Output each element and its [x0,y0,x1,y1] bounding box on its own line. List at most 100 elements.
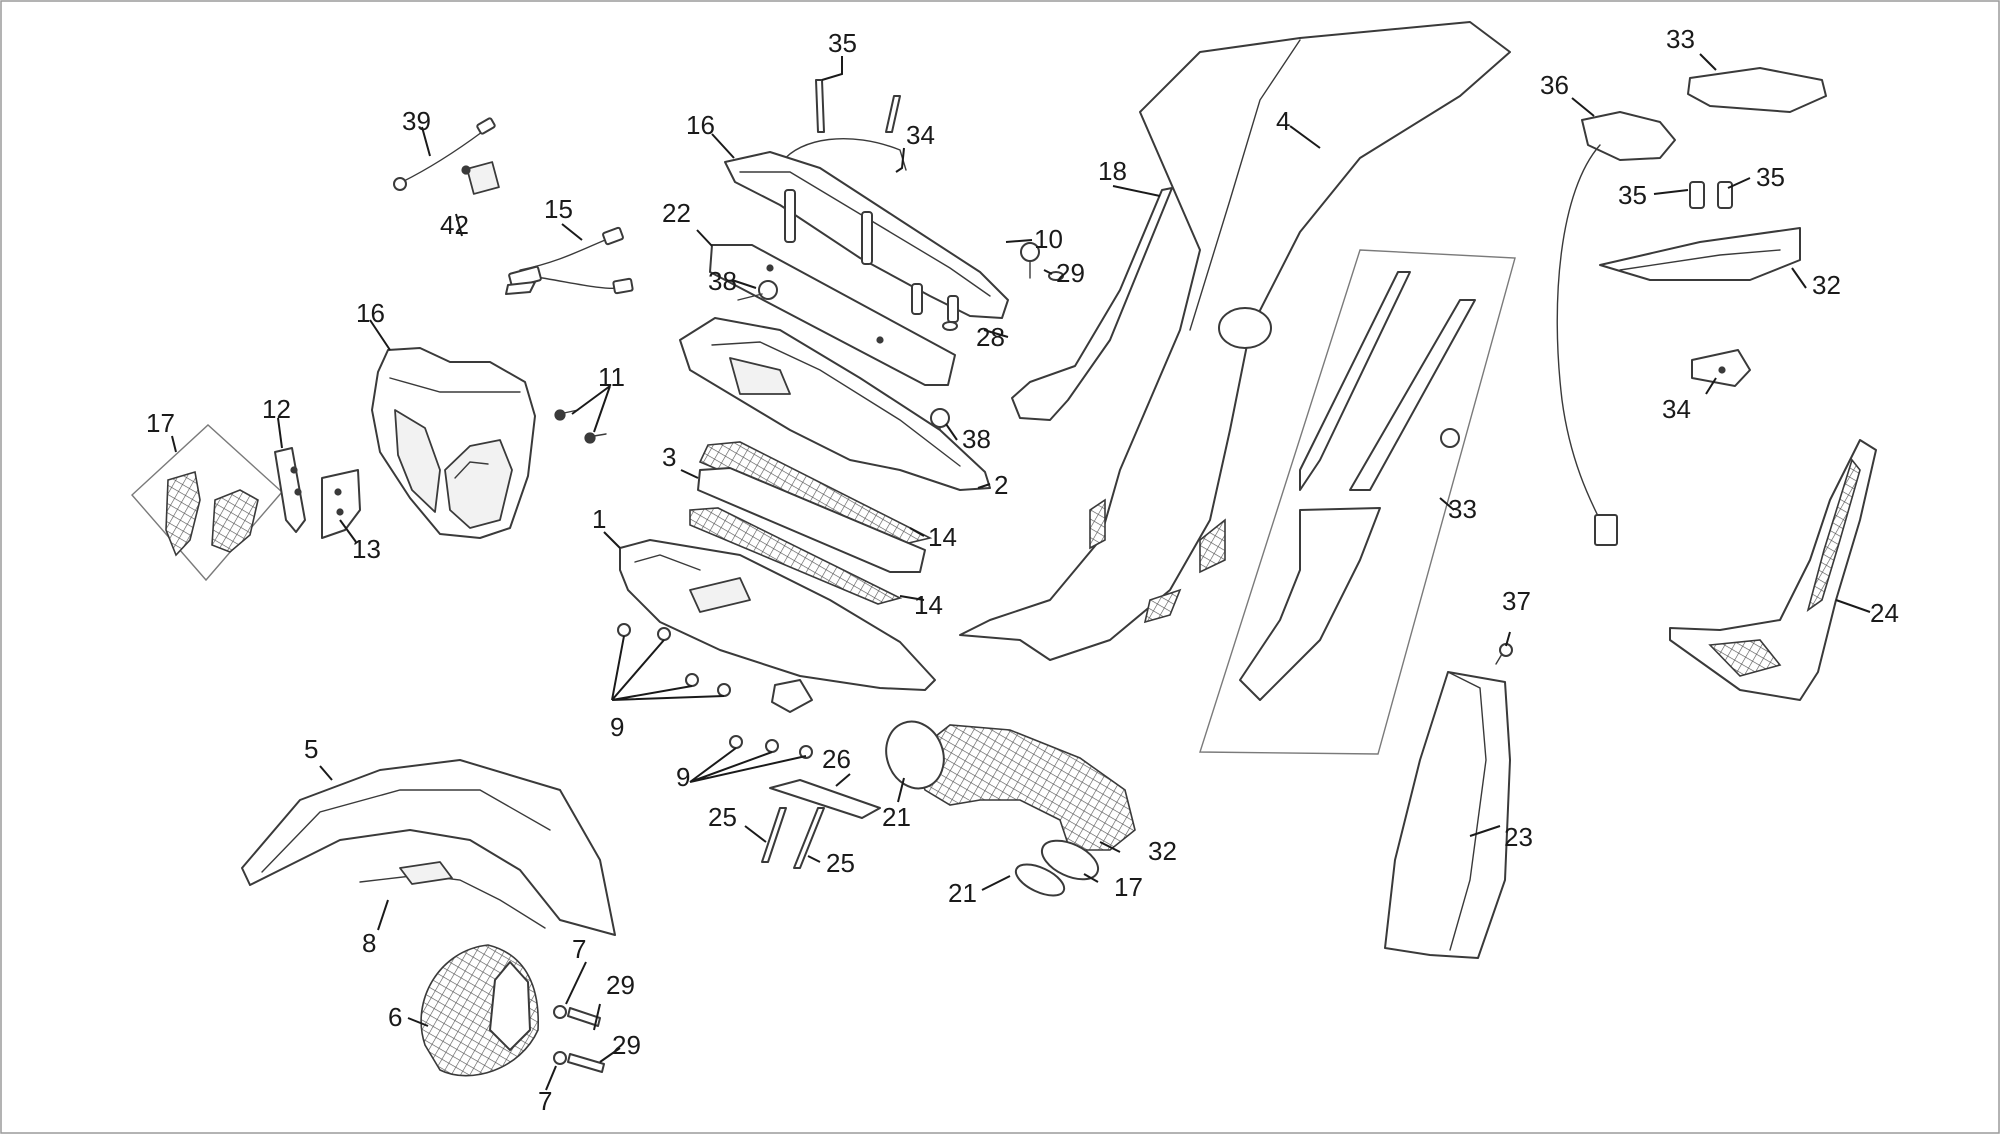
callout-10: 10 [1034,224,1063,254]
leader-lines [171,53,1871,1091]
part-32-bracket [1599,227,1801,281]
part-38-bolt-upper [737,280,778,301]
part-28-washer [1048,271,1064,281]
part-31-decal-box [1199,249,1516,755]
part-29-bolts [567,1007,605,1073]
callout-27: 28 [976,322,1005,352]
part-7-washers [553,1005,567,1065]
part-25-pin-right [793,807,825,869]
callout-9-left: 9 [610,712,624,742]
part-19-side-panel [1011,187,1173,421]
part-18-seat-frame [724,151,1009,323]
part-35-bolts [1689,181,1733,209]
part-27-washer [942,321,958,331]
part-40-clip [781,138,907,171]
part-8-brace [359,874,546,929]
part-15-harness [505,226,634,295]
callout-23: 23 [1504,822,1533,852]
callout-17-label: 17 [146,408,175,438]
part-36-tail-light [1556,111,1676,546]
callout-6: 6 [388,1002,402,1032]
part-42-clip [466,161,500,195]
callout-21-lower: 21 [948,878,977,908]
callout-5: 5 [304,734,318,764]
part-6-disc-guard [420,944,539,1077]
callout-26: 26 [822,744,851,774]
part-25-pin-left [761,807,787,863]
callout-18: 16 [686,110,715,140]
callout-8: 8 [362,928,376,958]
part-20-ring [1040,839,1100,881]
callout-33-rear: 33 [1666,24,1695,54]
part-12-bracket [274,447,306,533]
callout-numbers-rear-parts: 33 36 35 35 32 34 24 [1540,24,1899,628]
callout-2: 2 [994,470,1008,500]
callout-28: 29 [1056,258,1085,288]
part-9-screws-upper [617,623,731,697]
part-14-filter-frame-upper [697,467,926,573]
callout-35-b: 35 [1756,162,1785,192]
callout-numbers-headlight: 17 12 13 16 11 [146,298,625,564]
callout-numbers: 35 34 16 39 42 15 22 38 10 29 28 38 2 3 … [402,28,1533,908]
callout-12: 12 [262,394,291,424]
callout-42: 42 [440,210,469,240]
callout-38-lower: 38 [962,424,991,454]
part-3-filter [698,441,933,546]
part-4-side-panel [959,21,1511,661]
callout-40: 34 [906,120,935,150]
callout-9-bottom: 9 [676,762,690,792]
callout-15: 15 [544,194,573,224]
callout-4: 4 [1276,106,1290,136]
part-21-clamp-lower [1014,863,1066,897]
callout-7-upper: 7 [572,934,586,964]
callout-13: 13 [352,534,381,564]
part-16-headlight-mask [371,347,536,539]
callout-29-a: 29 [606,970,635,1000]
callout-14-lower: 14 [914,590,943,620]
callout-39: 39 [402,106,431,136]
callout-25-right: 25 [826,848,855,878]
callout-11: 11 [598,362,625,392]
callout-1: 1 [592,504,606,534]
part-14-filter-lower [689,507,903,605]
part-26-plate [769,779,881,819]
part-5-front-fender [241,759,616,936]
part-21-clamp-upper [885,720,945,790]
callout-16: 16 [356,298,385,328]
callout-38-upper: 38 [708,266,737,296]
callout-36: 36 [1540,70,1569,100]
part-24-number-holder [1669,439,1877,701]
part-30-intake-duct [911,724,1136,851]
part-41-pins [815,79,901,133]
callout-22: 22 [662,198,691,228]
part-23-rear-fender [1384,671,1511,959]
callout-35-a: 35 [1618,180,1647,210]
part-9-screws-lower [729,735,813,759]
part-37-screw [1495,643,1513,665]
callout-30: 32 [1148,836,1177,866]
part-33-cover [1687,67,1827,113]
callout-37: 37 [1502,586,1531,616]
callout-41: 35 [828,28,857,58]
callout-32-label: 32 [1812,270,1841,300]
callout-29-b: 29 [612,1030,641,1060]
callout-34: 34 [1662,394,1691,424]
part-10-bolt [1020,242,1040,279]
part-22-filter-plate [709,244,956,386]
part-2-airbox [679,317,991,491]
part-17-box [131,424,283,582]
callout-7-lower: 7 [538,1086,552,1116]
callout-numbers-front: 5 8 6 7 29 29 7 [304,734,641,1116]
callout-21-upper: 21 [882,802,911,832]
callout-25-left: 25 [708,802,737,832]
callout-19: 18 [1098,156,1127,186]
callout-20: 17 [1114,872,1143,902]
callout-14-upper: 14 [928,522,957,552]
callout-31: 33 [1448,494,1477,524]
part-31-decals [1239,271,1476,701]
callout-24: 24 [1870,598,1899,628]
part-39-wire [393,117,496,191]
part-1-side-cover [619,539,936,713]
